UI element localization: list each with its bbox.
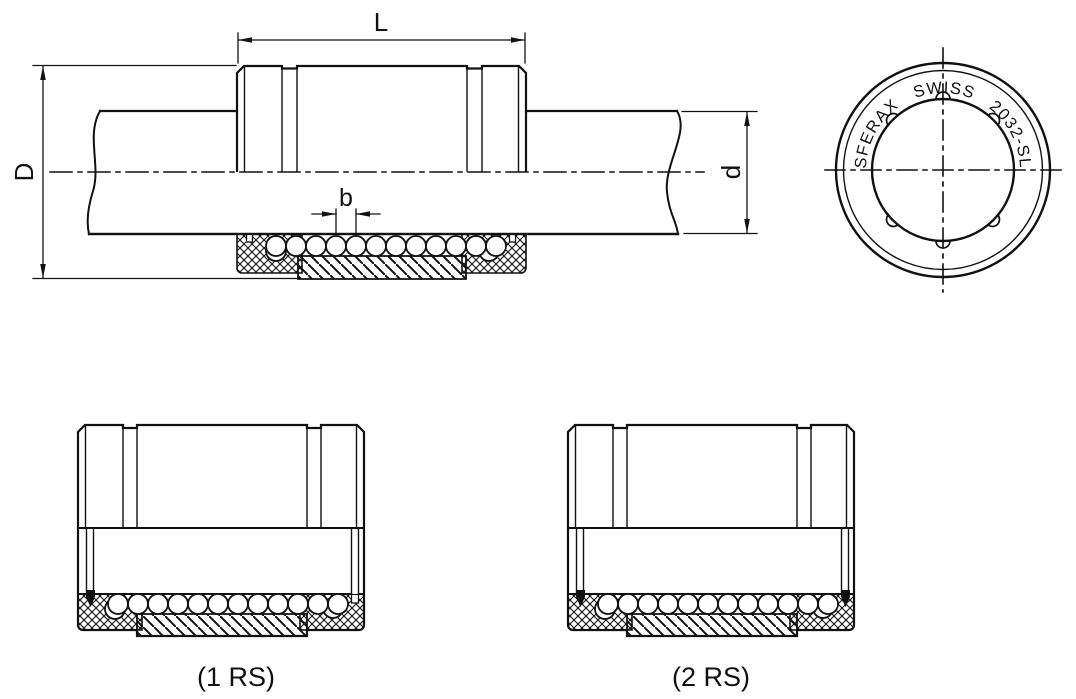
- length-dimension-label: L: [374, 7, 388, 37]
- extension-line: [237, 32, 526, 64]
- arrowhead: [238, 37, 252, 43]
- seal-left: [576, 590, 585, 607]
- bearing-body: [76, 423, 366, 638]
- caption-2rs: (2 RS): [672, 662, 750, 692]
- ball: [265, 235, 287, 257]
- shaft-break-right: [665, 109, 682, 236]
- ball: [485, 235, 507, 257]
- track-notch: [885, 112, 899, 126]
- variant-view-1rs: (1 RS): [76, 423, 366, 692]
- sleeve-section-strip: [297, 255, 467, 280]
- outer-diameter-dimension: D: [9, 64, 299, 280]
- arrowhead: [744, 112, 750, 126]
- ball-pitch-dimension-label: b: [339, 184, 353, 212]
- ball: [345, 235, 367, 257]
- seal-right: [841, 590, 850, 607]
- end-view: SFERAX SWISS 2032-SL: [824, 47, 1062, 293]
- ball: [465, 235, 487, 257]
- arrowhead: [511, 37, 525, 43]
- outer-diameter-dimension-label: D: [9, 163, 39, 182]
- seal-left: [86, 590, 95, 607]
- caption-1rs: (1 RS): [197, 662, 275, 692]
- main-section-view: L D d: [9, 7, 758, 280]
- retaining-groove-lines: [243, 66, 520, 172]
- extension-line: [335, 208, 357, 237]
- shaft-break-left: [86, 109, 102, 236]
- arrowhead: [744, 219, 750, 233]
- shaft-diameter-dimension-label: d: [716, 165, 746, 179]
- bearing-body: [566, 423, 856, 638]
- track-notch: [885, 214, 899, 228]
- arrowhead: [322, 211, 336, 217]
- seal-groove-open: [245, 233, 517, 243]
- bearing-section: [87, 232, 680, 280]
- bearing-outer-sleeve: [235, 64, 528, 173]
- ball: [365, 235, 387, 257]
- extension-line: [32, 64, 299, 280]
- ball-row: [265, 235, 507, 262]
- ball: [385, 235, 407, 257]
- ball: [425, 235, 447, 257]
- arrowhead: [356, 211, 370, 217]
- seal-groove-open-right: [350, 593, 360, 604]
- ball: [405, 235, 427, 257]
- ball: [325, 235, 347, 257]
- shaft-diameter-dimension: d: [681, 110, 758, 235]
- length-dimension: L: [237, 7, 526, 64]
- ball: [445, 235, 467, 257]
- ball: [285, 235, 307, 257]
- track-notch: [987, 112, 1001, 126]
- ball-pitch-dimension: b: [311, 184, 381, 237]
- variant-view-2rs: (2 RS): [566, 423, 856, 692]
- track-notch: [987, 214, 1001, 228]
- arrowhead: [40, 66, 46, 80]
- extension-line: [681, 110, 758, 235]
- ball: [305, 235, 327, 257]
- arrowhead: [40, 264, 46, 278]
